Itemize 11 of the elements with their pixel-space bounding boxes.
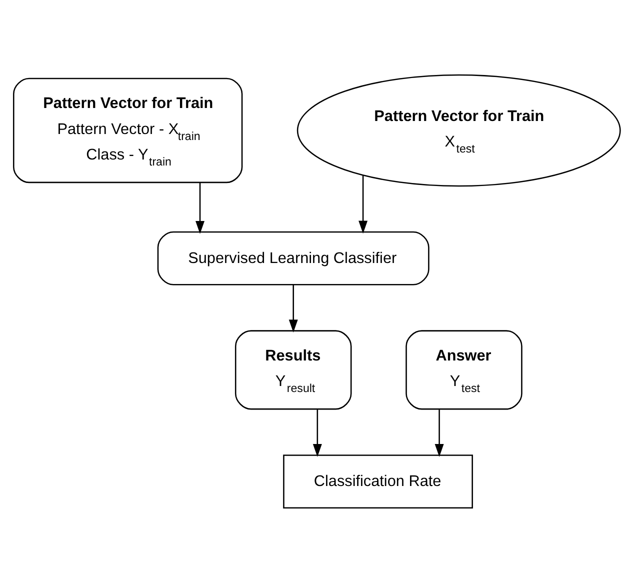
node-box: Results Y$_{result}$ [234, 330, 352, 410]
arrow [434, 409, 444, 456]
node-box: Classification Rate [283, 454, 473, 508]
arrow [196, 182, 204, 234]
node-box: Pattern Vector for Train Pattern Vector - X$_{train}$ Class - Y$_{train}$ [13, 77, 243, 183]
node-ellipse: Pattern Vector for Train X$_{test}$ [296, 74, 621, 186]
node-box: Supervised Learning Classifier [157, 230, 430, 285]
node-box: Answer Y$_{test}$ [406, 330, 522, 410]
arrow [358, 174, 368, 234]
arrow [312, 409, 322, 456]
arrow [288, 284, 298, 332]
